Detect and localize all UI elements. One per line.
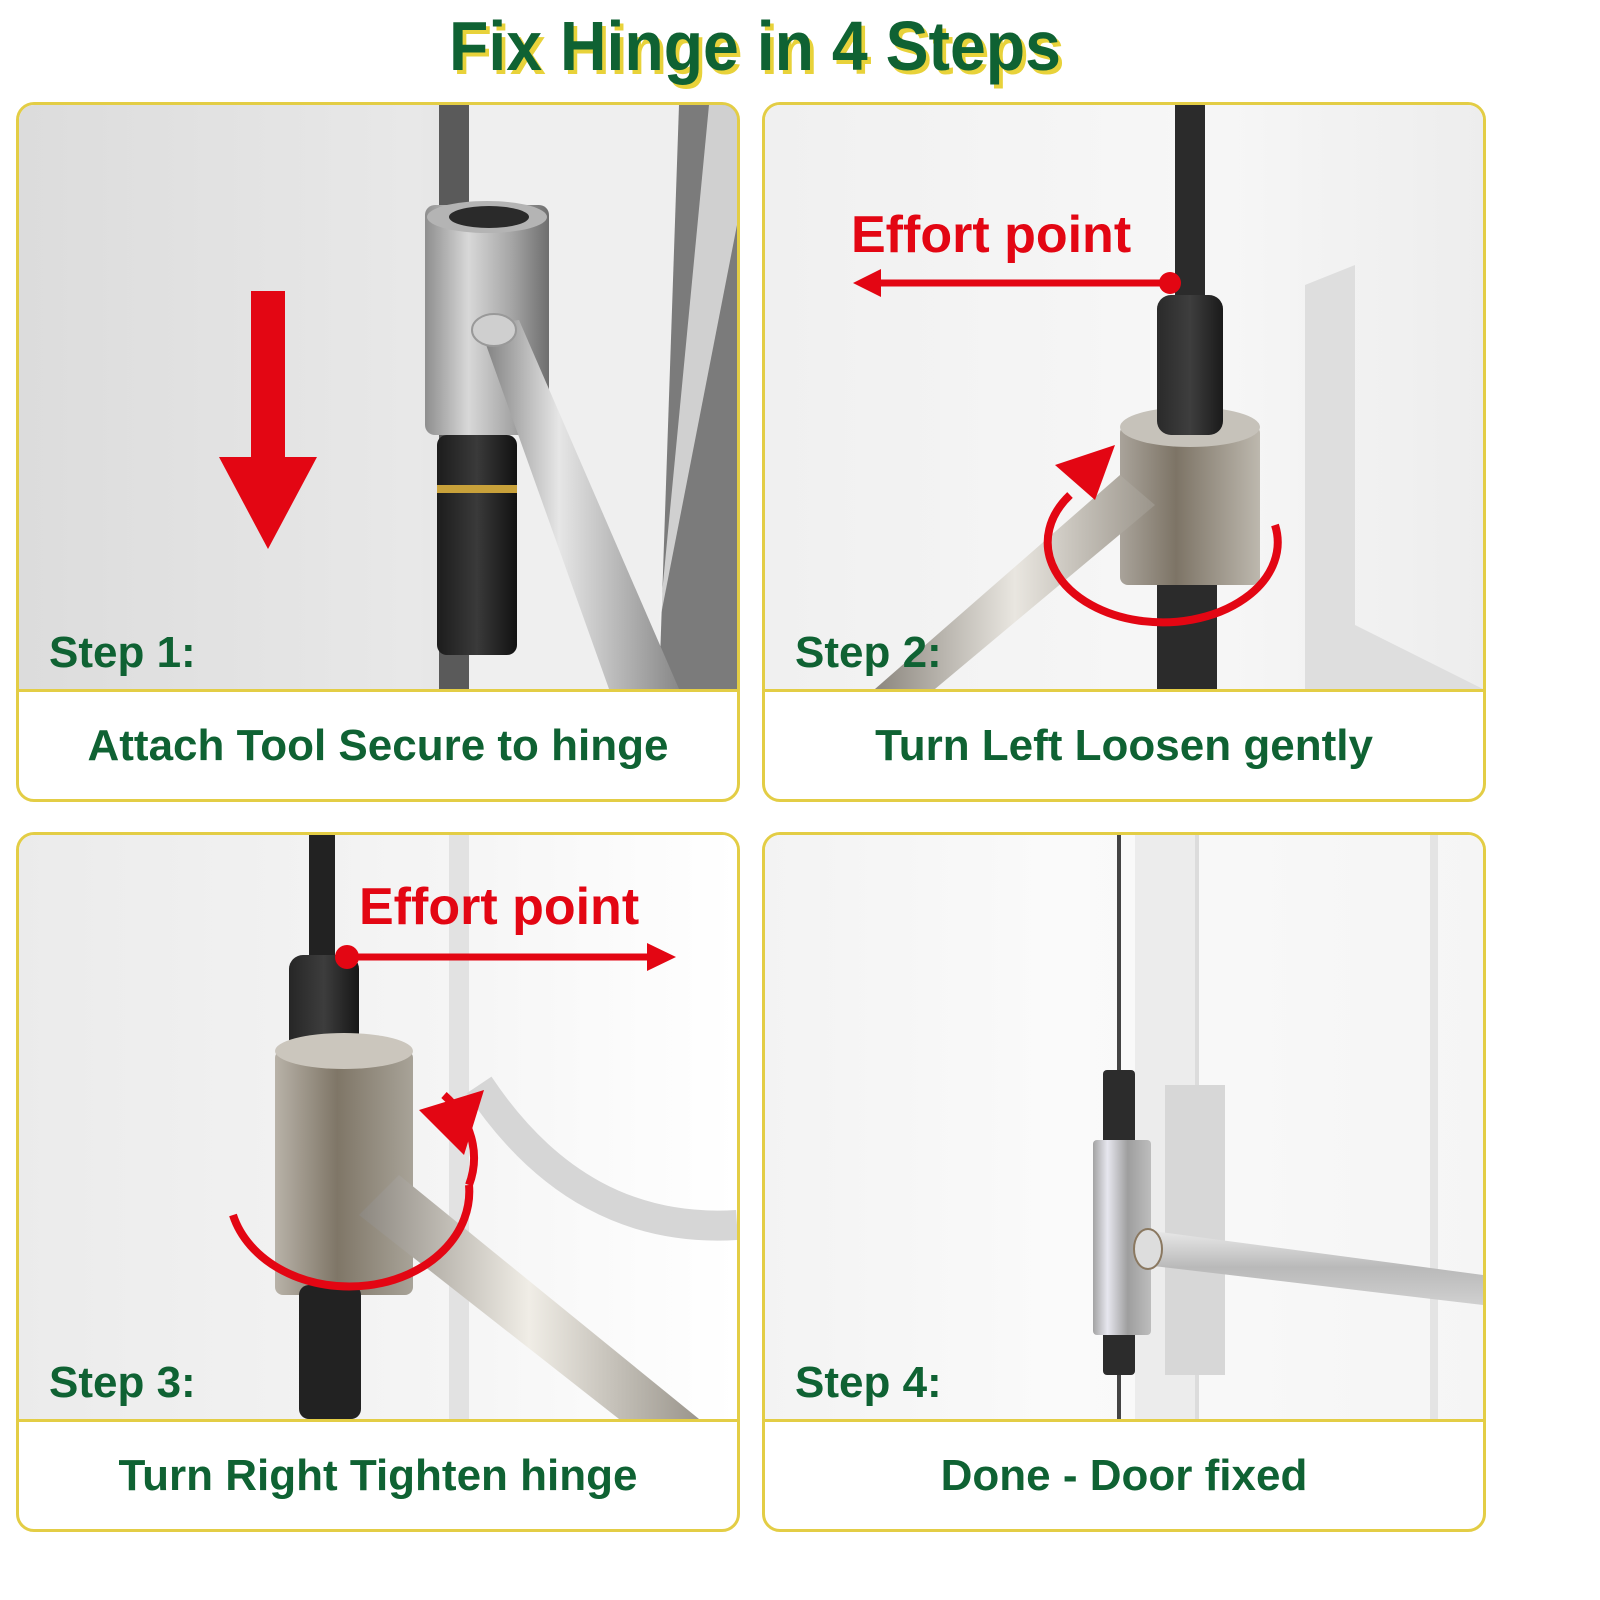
step-4-panel: Step 4: Done - Door fixed <box>762 832 1486 1532</box>
step-3-panel: Effort point Step 3: Turn Right Tighten … <box>16 832 740 1532</box>
step-3-label: Step 3: <box>49 1358 196 1407</box>
step-4-caption: Done - Door fixed <box>940 1450 1308 1500</box>
step-2-caption: Turn Left Loosen gently <box>875 720 1373 770</box>
hinge-loosen-image <box>765 105 1483 689</box>
step-2-illustration <box>765 105 1483 689</box>
panel-divider <box>765 1419 1483 1422</box>
page-title: Fix Hinge in 4 Steps <box>449 7 1061 85</box>
down-arrow-icon <box>219 291 317 549</box>
step-2-panel: Effort point Step 2: Turn Left Loosen ge… <box>762 102 1486 802</box>
clockwise-rotation-icon <box>229 1090 484 1291</box>
step-4-label: Step 4: <box>795 1358 942 1407</box>
step-2-label: Step 2: <box>795 628 942 677</box>
step-1-label: Step 1: <box>49 628 196 677</box>
hinge-tool-attach-image <box>19 105 737 689</box>
effort-point-label: Effort point <box>851 206 1132 264</box>
step-4-illustration <box>765 835 1483 1419</box>
effort-point-label: Effort point <box>359 878 640 936</box>
left-arrow-icon <box>853 269 1181 297</box>
right-arrow-icon <box>335 943 676 971</box>
panel-divider <box>19 689 737 692</box>
step-1-caption: Attach Tool Secure to hinge <box>87 720 669 770</box>
hinge-fixed-image <box>765 835 1483 1419</box>
step-3-illustration <box>19 835 737 1419</box>
panel-divider <box>765 689 1483 692</box>
hinge-tighten-image <box>19 835 737 1419</box>
step-1-panel: Step 1: Attach Tool Secure to hinge <box>16 102 740 802</box>
panel-divider <box>19 1419 737 1422</box>
step-3-caption: Turn Right Tighten hinge <box>118 1450 638 1500</box>
counterclockwise-rotation-icon <box>1043 445 1282 627</box>
step-1-illustration <box>19 105 737 689</box>
